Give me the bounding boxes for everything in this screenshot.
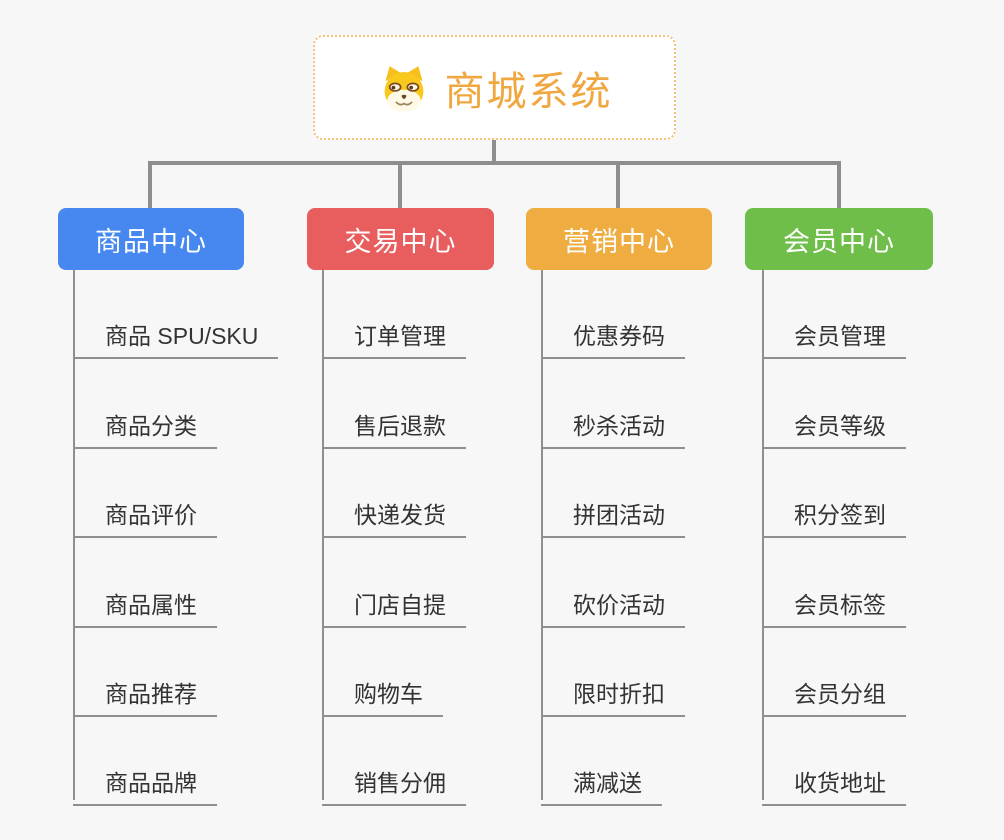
root-title: 商城系统: [444, 69, 613, 114]
branch-children-member: 会员管理 会员等级 积分签到 会员标签 会员分组 收货地址: [762, 270, 1002, 806]
child-item-label: 商品 SPU/SKU: [105, 323, 259, 349]
branch-node-product[interactable]: 商品中心: [58, 208, 244, 270]
child-item[interactable]: 拼团活动: [541, 486, 685, 538]
child-item[interactable]: 秒杀活动: [541, 397, 685, 449]
branch-node-marketing[interactable]: 营销中心: [526, 208, 712, 270]
branch-label: 会员中心: [783, 226, 895, 257]
child-item[interactable]: 优惠券码: [541, 307, 685, 359]
child-item[interactable]: 商品属性: [73, 576, 217, 628]
child-item-label: 商品推荐: [105, 681, 197, 707]
child-item-label: 购物车: [354, 681, 423, 707]
column-connector-line: [541, 270, 543, 800]
branch-children-trade: 订单管理 售后退款 快递发货 门店自提 购物车 销售分佣: [322, 270, 562, 806]
child-item-label: 会员管理: [794, 323, 886, 349]
branch-label: 营销中心: [563, 226, 675, 257]
child-item-label: 商品分类: [105, 413, 197, 439]
child-item-label: 积分签到: [794, 502, 886, 528]
child-item[interactable]: 砍价活动: [541, 576, 685, 628]
dog-face-icon: [384, 65, 423, 112]
connector-root-stub: [492, 140, 496, 165]
child-item-label: 订单管理: [354, 323, 446, 349]
child-item[interactable]: 快递发货: [322, 486, 466, 538]
connector-drop-product: [148, 161, 152, 209]
child-item[interactable]: 满减送: [541, 754, 662, 806]
child-item[interactable]: 会员等级: [762, 397, 906, 449]
child-item-label: 收货地址: [794, 770, 886, 796]
connector-drop-trade: [398, 161, 402, 209]
column-connector-line: [762, 270, 764, 800]
child-item-label: 售后退款: [354, 413, 446, 439]
child-item-label: 满减送: [573, 770, 642, 796]
child-item[interactable]: 会员分组: [762, 665, 906, 717]
child-item-label: 门店自提: [354, 592, 446, 618]
child-item[interactable]: 销售分佣: [322, 754, 466, 806]
child-item[interactable]: 售后退款: [322, 397, 466, 449]
connector-drop-marketing: [616, 161, 620, 209]
branch-children-product: 商品 SPU/SKU 商品分类 商品评价 商品属性 商品推荐 商品品牌: [73, 270, 313, 806]
branch-children-marketing: 优惠券码 秒杀活动 拼团活动 砍价活动 限时折扣 满减送: [541, 270, 781, 806]
child-item-label: 优惠券码: [573, 323, 665, 349]
child-item[interactable]: 会员标签: [762, 576, 906, 628]
branch-node-trade[interactable]: 交易中心: [307, 208, 494, 270]
child-item[interactable]: 商品 SPU/SKU: [73, 307, 279, 359]
child-item[interactable]: 商品品牌: [73, 754, 217, 806]
child-item-label: 拼团活动: [573, 502, 665, 528]
child-item[interactable]: 会员管理: [762, 307, 906, 359]
child-item-label: 会员等级: [794, 413, 886, 439]
child-item-label: 会员标签: [794, 592, 886, 618]
child-item-label: 快递发货: [354, 502, 446, 528]
child-item[interactable]: 限时折扣: [541, 665, 685, 717]
child-item-label: 销售分佣: [354, 770, 446, 796]
branch-label: 商品中心: [95, 226, 207, 257]
child-item[interactable]: 订单管理: [322, 307, 466, 359]
child-item-label: 砍价活动: [573, 592, 665, 618]
branch-node-member[interactable]: 会员中心: [745, 208, 933, 270]
root-node[interactable]: 商城系统: [313, 35, 676, 140]
child-item[interactable]: 商品评价: [73, 486, 217, 538]
child-item[interactable]: 商品分类: [73, 397, 217, 449]
child-item[interactable]: 购物车: [322, 665, 443, 717]
child-item-label: 商品评价: [105, 502, 197, 528]
branch-label: 交易中心: [344, 226, 457, 257]
column-connector-line: [73, 270, 75, 800]
child-item-label: 会员分组: [794, 681, 886, 707]
child-item[interactable]: 商品推荐: [73, 665, 217, 717]
connector-drop-member: [837, 161, 841, 209]
child-item-label: 限时折扣: [573, 681, 665, 707]
child-item-label: 商品品牌: [105, 770, 197, 796]
child-item[interactable]: 门店自提: [322, 576, 466, 628]
child-item-label: 商品属性: [105, 592, 197, 618]
child-item[interactable]: 积分签到: [762, 486, 906, 538]
connector-horizontal-bar: [148, 161, 841, 165]
column-connector-line: [322, 270, 324, 800]
child-item[interactable]: 收货地址: [762, 754, 906, 806]
child-item-label: 秒杀活动: [573, 413, 665, 439]
